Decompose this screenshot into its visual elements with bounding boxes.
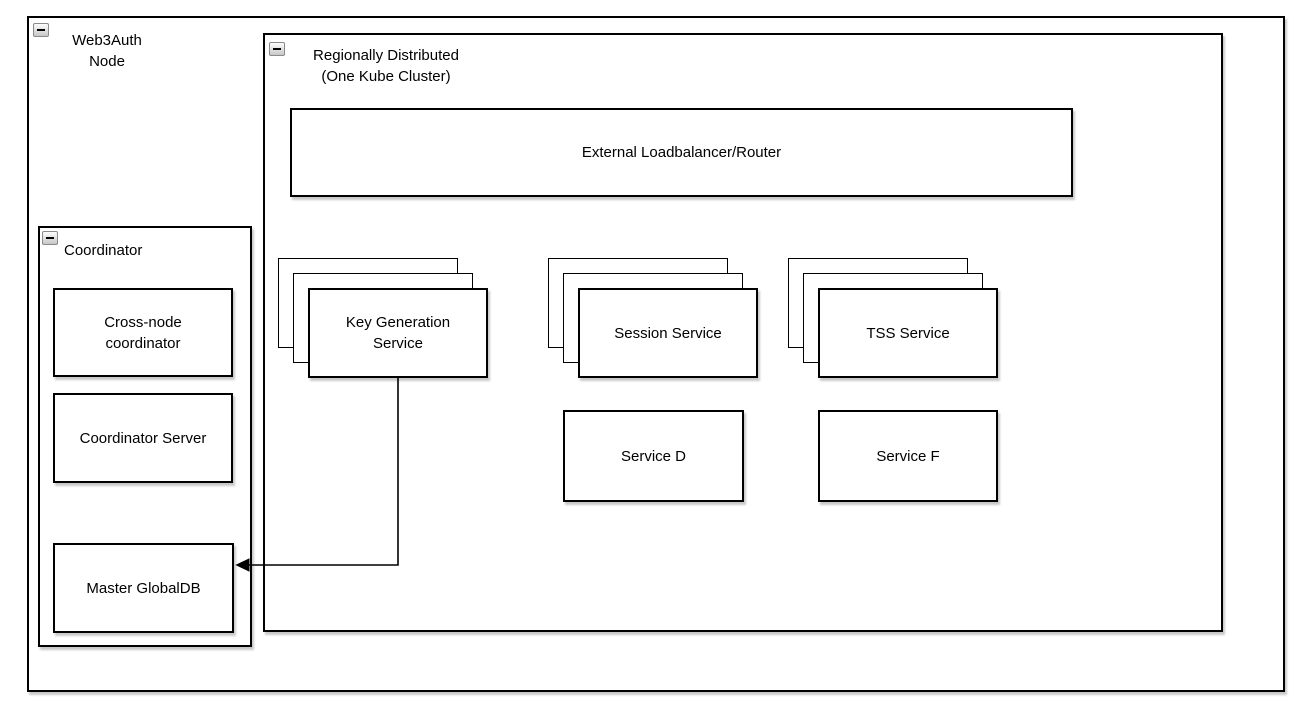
key-generation-service-stack[interactable]: Key Generation Service <box>278 258 488 378</box>
tss-service-label: TSS Service <box>866 324 950 342</box>
regionally-distributed-container[interactable]: Regionally Distributed (One Kube Cluster… <box>263 33 1223 632</box>
coordinator-server-label: Coordinator Server <box>79 429 207 447</box>
collapse-icon[interactable] <box>42 231 58 245</box>
service-f-label: Service F <box>876 447 940 465</box>
cross-node-coordinator-label: Cross-node coordinator <box>104 313 182 352</box>
service-d-box[interactable]: Service D <box>563 410 744 502</box>
key-generation-service-label: Key Generation Service <box>345 314 451 352</box>
collapse-icon[interactable] <box>269 42 285 56</box>
session-service-stack[interactable]: Session Service <box>548 258 758 378</box>
session-service-box[interactable]: Session Service <box>578 288 758 378</box>
web3auth-node-container[interactable]: Web3Auth Node Coordinator Cross-node coo… <box>27 16 1285 692</box>
web3auth-node-label: Web3Auth Node <box>72 32 142 70</box>
coordinator-server-box[interactable]: Coordinator Server <box>53 393 233 483</box>
minus-glyph <box>46 237 54 239</box>
master-globaldb-label: Master GlobalDB <box>86 579 201 597</box>
coordinator-label: Coordinator <box>64 242 143 259</box>
key-generation-service-box[interactable]: Key Generation Service <box>308 288 488 378</box>
external-loadbalancer-label: External Loadbalancer/Router <box>581 144 782 161</box>
external-loadbalancer-box[interactable]: External Loadbalancer/Router <box>290 108 1073 197</box>
minus-glyph <box>37 29 45 31</box>
collapse-icon[interactable] <box>33 23 49 37</box>
regionally-distributed-label: Regionally Distributed (One Kube Cluster… <box>313 47 459 85</box>
session-service-label: Session Service <box>614 324 722 342</box>
minus-glyph <box>273 48 281 50</box>
tss-service-stack[interactable]: TSS Service <box>788 258 998 378</box>
coordinator-container[interactable]: Coordinator Cross-node coordinator Coord… <box>38 226 252 647</box>
tss-service-box[interactable]: TSS Service <box>818 288 998 378</box>
cross-node-coordinator-box[interactable]: Cross-node coordinator <box>53 288 233 377</box>
master-globaldb-box[interactable]: Master GlobalDB <box>53 543 234 633</box>
service-d-label: Service D <box>620 447 687 465</box>
service-f-box[interactable]: Service F <box>818 410 998 502</box>
